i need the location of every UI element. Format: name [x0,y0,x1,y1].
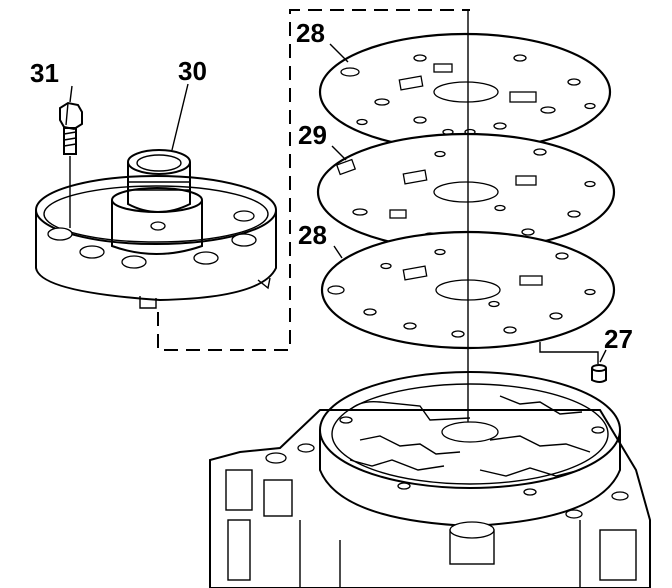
valve-body-case [209,371,651,588]
callout-28-upper: 28 [296,18,325,48]
callout-29: 29 [298,120,327,150]
upper-gasket-leader-line [329,43,349,63]
callout-30: 30 [178,56,207,86]
callout-31: 31 [30,58,59,88]
check-ball-leader-line [539,342,599,364]
callout-27: 27 [604,324,633,354]
cover-part [35,149,277,309]
bolt-part [59,101,83,228]
callout-28-lower: 28 [298,220,327,250]
check-ball-part [591,364,607,383]
spacer-plate-leader-line [331,145,347,161]
cover-leader-line [171,83,189,151]
lower-gasket-leader-line [333,245,343,259]
upper-gasket-part [318,32,612,152]
bolt-leader-line [69,85,73,103]
assembly-bracket-line [157,9,470,351]
